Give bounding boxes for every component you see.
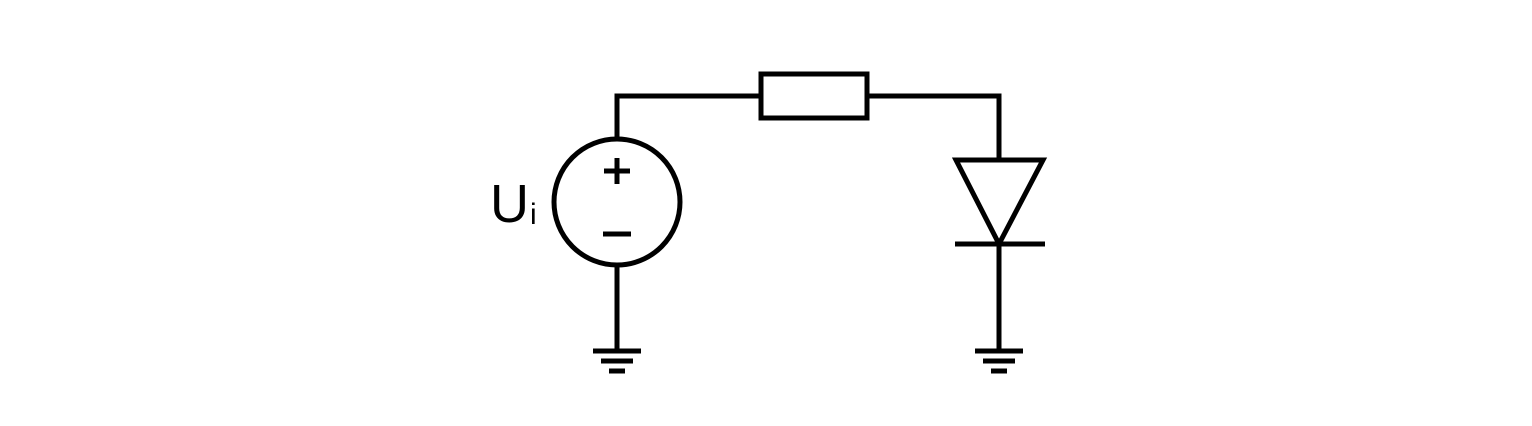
ground-right-icon — [975, 348, 1023, 374]
voltage-source — [551, 136, 683, 268]
voltage-source-body — [551, 136, 683, 268]
source-label: Ui — [490, 174, 537, 234]
wires — [614, 93, 1002, 350]
source-label-main: U — [490, 174, 529, 234]
wire-source-to-resistor — [614, 93, 761, 139]
wire-resistor-to-diode — [867, 93, 1002, 160]
diode — [951, 157, 1048, 250]
diode-triangle — [951, 157, 1048, 250]
ground-left-icon — [593, 348, 641, 374]
source-label-subscript: i — [530, 198, 537, 231]
resistor — [758, 71, 870, 121]
